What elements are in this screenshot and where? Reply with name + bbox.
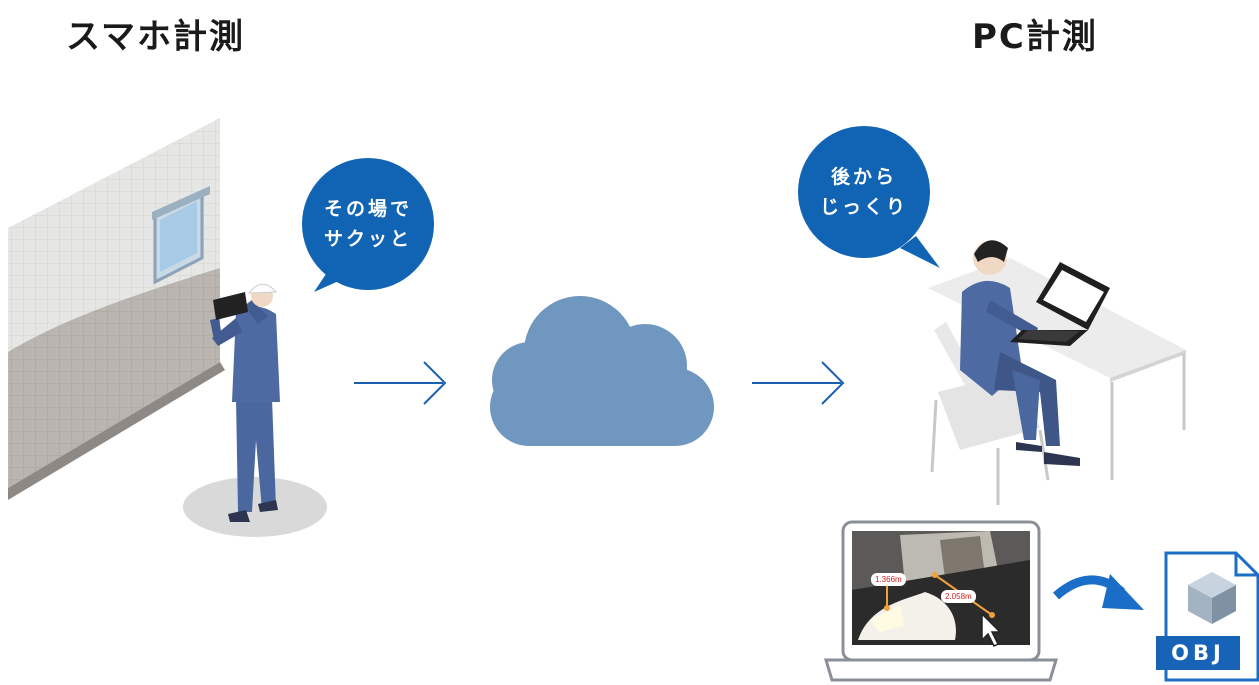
measurement-label: 2.058m: [941, 590, 976, 603]
office-worker-at-desk: [928, 240, 1186, 505]
worker-with-tablet: [183, 283, 327, 537]
measurement-label: 1.366m: [871, 573, 906, 586]
right-arrow-icon: [752, 361, 845, 405]
speech-bubble-line-2: じっくり: [819, 196, 908, 218]
obj-file-icon: [1156, 551, 1259, 682]
obj-file-label: OBJ: [1171, 641, 1225, 665]
right-arrow-icon: [354, 361, 447, 405]
speech-bubble-tail: [900, 236, 940, 268]
curved-arrow-icon: [1053, 574, 1144, 610]
speech-bubble-on-site: その場で サクッと: [302, 158, 434, 290]
wall-illustration: [8, 118, 225, 500]
speech-bubble-line-1: 後から: [830, 166, 897, 188]
heading-pc-measurement: PC計測: [972, 17, 1098, 57]
cloud-icon: [490, 296, 714, 446]
laptop-screen-illustration: [823, 520, 1059, 682]
heading-smartphone-measurement: スマホ計測: [66, 17, 245, 57]
speech-bubble-later: 後から じっくり: [798, 126, 930, 258]
speech-bubble-line-2: サクッと: [323, 228, 412, 250]
speech-bubble-line-1: その場で: [323, 198, 412, 220]
